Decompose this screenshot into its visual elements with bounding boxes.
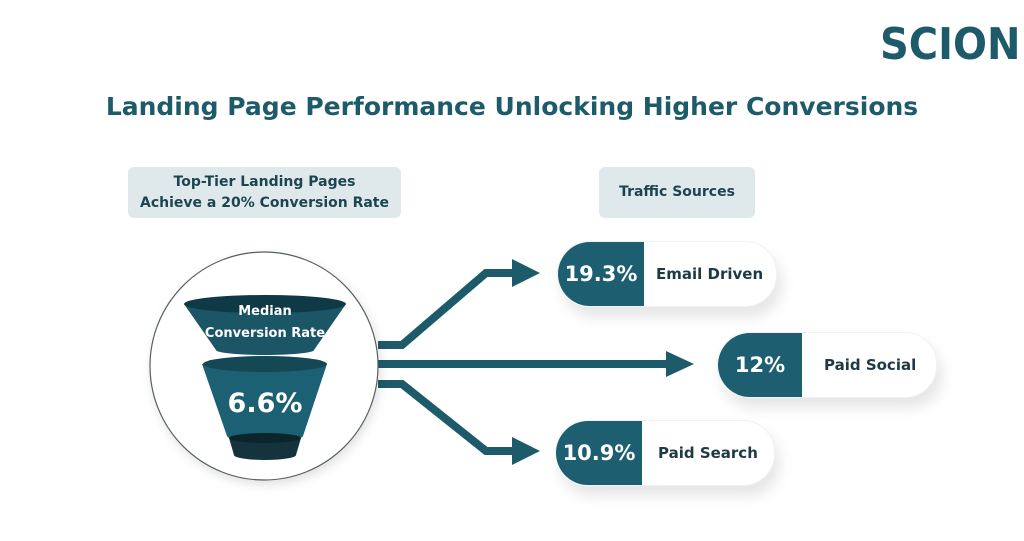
- arrowhead-search: [512, 437, 540, 465]
- page-title: Landing Page Performance Unlocking Highe…: [105, 92, 919, 121]
- traffic-sources-label: Traffic Sources: [599, 167, 755, 218]
- source-pill-search: 10.9% Paid Search: [555, 420, 775, 486]
- arrow-email: [378, 269, 520, 349]
- arrowhead-social: [666, 351, 694, 377]
- arrow-search: [378, 380, 520, 455]
- top-tier-line2: Achieve a 20% Conversion Rate: [140, 194, 389, 211]
- source-label-email: Email Driven: [656, 265, 764, 283]
- source-label-search: Paid Search: [658, 444, 758, 462]
- top-tier-line1: Top-Tier Landing Pages: [173, 173, 356, 190]
- source-value-email: 19.3%: [558, 242, 644, 306]
- source-pill-social: 12% Paid Social: [717, 332, 937, 398]
- scion-logo: SCION: [880, 20, 1021, 70]
- connector-arrows: [376, 269, 672, 455]
- top-tier-label: Top-Tier Landing Pages Achieve a 20% Con…: [128, 167, 401, 218]
- source-label-social: Paid Social: [824, 356, 917, 374]
- funnel-bottom: [229, 433, 301, 460]
- funnel-label-line1: Median: [238, 304, 292, 319]
- source-pill-email: 19.3% Email Driven: [557, 241, 777, 307]
- funnel-value: 6.6%: [228, 388, 303, 419]
- funnel-label-line2: Conversion Rate: [205, 326, 325, 341]
- funnel-top: [184, 295, 346, 355]
- source-value-search: 10.9%: [556, 421, 642, 485]
- source-value-social: 12%: [718, 333, 802, 397]
- arrowhead-email: [512, 259, 540, 287]
